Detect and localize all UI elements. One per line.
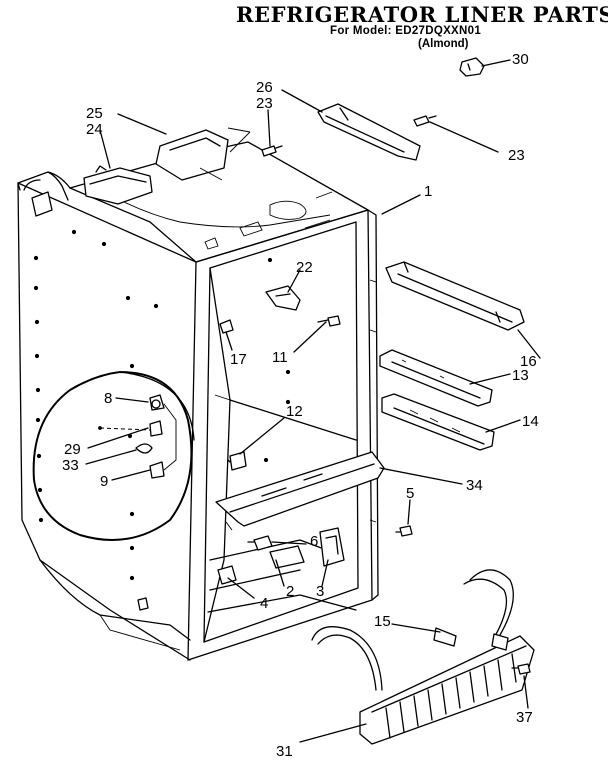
- callout-3: 3: [316, 583, 324, 600]
- rail-part: [381, 393, 495, 451]
- callout-29: 29: [64, 441, 81, 458]
- model-color: (Almond): [418, 38, 469, 50]
- callout-26: 26: [256, 79, 273, 96]
- switch-part: [269, 527, 345, 569]
- fan-housing-parts: [83, 127, 251, 205]
- screw-part: [317, 315, 341, 327]
- clip-part: [459, 57, 485, 77]
- rail-part: [317, 103, 421, 161]
- heater-fins: [385, 653, 517, 739]
- cover-part: [215, 451, 385, 531]
- callout-12: 12: [286, 403, 303, 420]
- diagram-title: REFRIGERATOR LINER PARTS: [236, 2, 608, 27]
- callout-30: 30: [512, 51, 529, 68]
- connector-part: [247, 535, 273, 551]
- callout-leaders: [85, 59, 541, 743]
- callout-17: 17: [230, 351, 247, 368]
- callout-13: 13: [512, 367, 529, 384]
- screw-part: [395, 525, 413, 537]
- clip-part: [219, 319, 234, 334]
- callout-33: 33: [62, 457, 79, 474]
- clip-part: [227, 451, 247, 471]
- rail-part: [379, 349, 493, 407]
- shelf-support-part: [385, 261, 525, 331]
- callout-6: 6: [310, 533, 318, 550]
- callout-1: 1: [424, 183, 432, 200]
- cabinet-liner: [17, 141, 379, 661]
- callout-34: 34: [466, 477, 483, 494]
- screw-part: [261, 145, 283, 157]
- drain-heater-assembly: [311, 569, 535, 745]
- callout-9: 9: [100, 473, 108, 490]
- diagram-header: REFRIGERATOR LINER PARTS For Model: ED27…: [0, 0, 608, 70]
- callout-15: 15: [374, 613, 391, 630]
- callout-25: 25: [86, 105, 103, 122]
- thermostat-knob-part: [98, 394, 177, 479]
- callout-5: 5: [406, 485, 414, 502]
- model-number: For Model: ED27DQXXN01: [330, 25, 482, 37]
- callout-4: 4: [260, 595, 268, 612]
- callout-22: 22: [296, 259, 313, 276]
- damper-part: [217, 565, 237, 585]
- screw-part: [413, 115, 437, 127]
- callout-14: 14: [522, 413, 539, 430]
- callout-2: 2: [286, 583, 294, 600]
- callout-23-right: 23: [508, 147, 525, 164]
- callout-23-left: 23: [256, 95, 273, 112]
- callout-37: 37: [516, 709, 533, 726]
- callout-16: 16: [520, 353, 537, 370]
- callout-8: 8: [104, 390, 112, 407]
- callout-24: 24: [86, 121, 103, 138]
- detail-circle: [32, 371, 195, 541]
- bracket-part: [265, 285, 301, 311]
- callout-31: 31: [276, 743, 293, 760]
- callout-11: 11: [272, 349, 288, 366]
